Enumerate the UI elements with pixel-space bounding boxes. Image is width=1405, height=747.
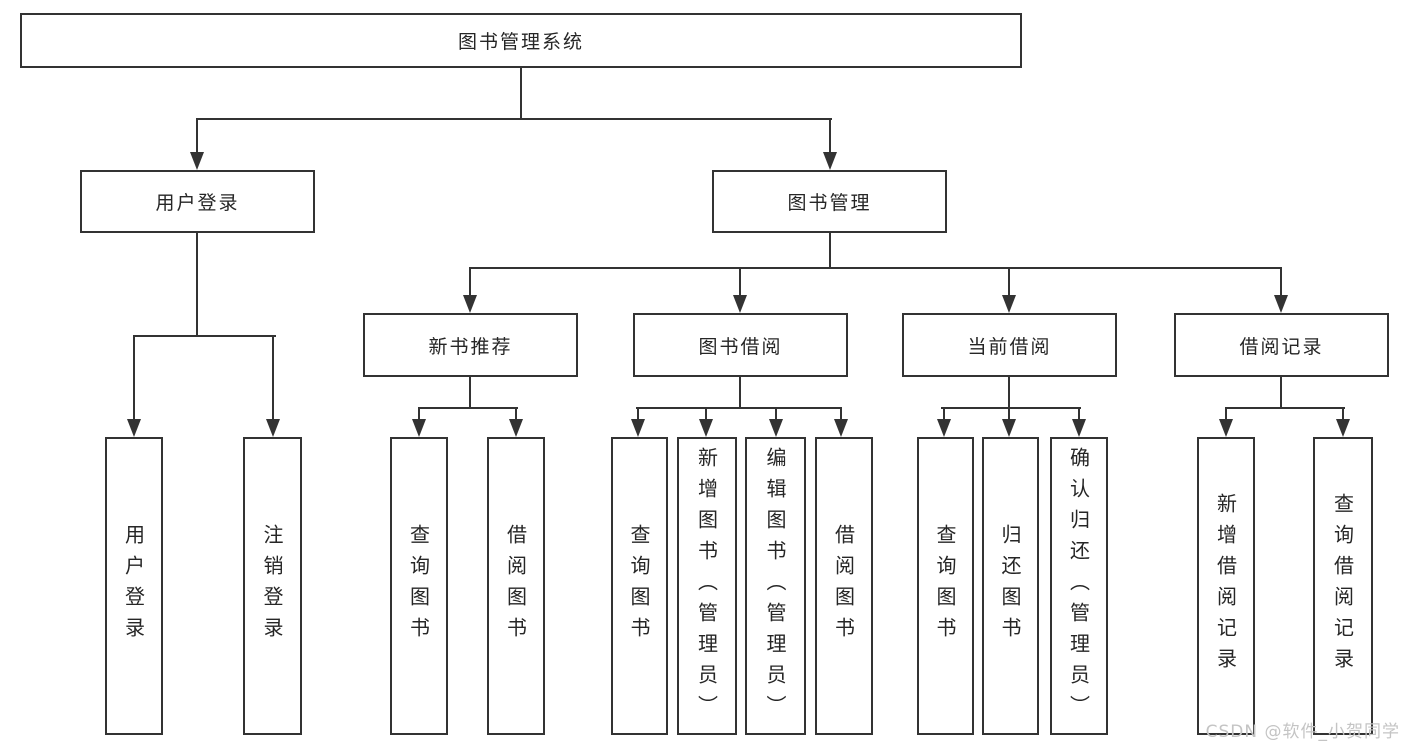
connector-arrow-stem (418, 407, 420, 423)
connector-arrow-stem (515, 407, 517, 423)
connector-arrow-stem (1342, 407, 1344, 423)
connector-arrow-stem (1008, 407, 1010, 423)
leaf-borrow-edit-books-admin: 编辑图书（管理员） (745, 437, 806, 735)
connector-arrow-stem (1225, 407, 1227, 423)
node-book-management: 图书管理 (712, 170, 947, 233)
connector-arrow-stem (637, 407, 639, 423)
leaf-borrow-borrow-books: 借阅图书 (815, 437, 873, 735)
connector-current-borrow-rail (941, 407, 1081, 409)
arrowhead-down-icon (1002, 419, 1016, 437)
connector-arrow-stem (133, 335, 135, 423)
connector-borrow-records-rail (1225, 407, 1345, 409)
node-borrow-records: 借阅记录 (1174, 313, 1389, 377)
connector-current-borrow-stem (1008, 377, 1010, 409)
leaf-borrow-query-books: 查询图书 (611, 437, 668, 735)
arrowhead-down-icon (1002, 295, 1016, 313)
leaf-borrow-add-books-admin: 新增图书（管理员） (677, 437, 737, 735)
leaf-records-add-record: 新增借阅记录 (1197, 437, 1255, 735)
connector-arrow-stem (196, 118, 198, 156)
arrowhead-down-icon (1072, 419, 1086, 437)
arrowhead-down-icon (699, 419, 713, 437)
connector-arrow-stem (1078, 407, 1080, 423)
node-new-book-recommend: 新书推荐 (363, 313, 578, 377)
arrowhead-down-icon (733, 295, 747, 313)
connector-root-stem (520, 68, 522, 120)
connector-borrow-records-stem (1280, 377, 1282, 409)
connector-arrow-stem (775, 407, 777, 423)
leaf-current-confirm-return-admin: 确认归还（管理员） (1050, 437, 1108, 735)
connector-book-borrow-rail (636, 407, 842, 409)
arrowhead-down-icon (1219, 419, 1233, 437)
connector-arrow-stem (739, 267, 741, 299)
arrowhead-down-icon (127, 419, 141, 437)
connector-arrow-stem (1280, 267, 1282, 299)
connector-arrow-stem (829, 118, 831, 156)
leaf-newbook-query-books: 查询图书 (390, 437, 448, 735)
arrowhead-down-icon (834, 419, 848, 437)
connector-arrow-stem (272, 335, 274, 423)
node-root-library-system: 图书管理系统 (20, 13, 1022, 68)
csdn-watermark: CSDN @软件_小贺同学 (1205, 722, 1400, 742)
arrowhead-down-icon (509, 419, 523, 437)
connector-arrow-stem (469, 267, 471, 299)
connector-arrow-stem (1008, 267, 1010, 299)
arrowhead-down-icon (823, 152, 837, 170)
arrowhead-down-icon (631, 419, 645, 437)
connector-new-book-stem (469, 377, 471, 409)
connector-user-login-stem (196, 233, 198, 337)
connector-level3-rail (469, 267, 1282, 269)
connector-book-mgmt-stem (829, 233, 831, 269)
arrowhead-down-icon (937, 419, 951, 437)
leaf-logout: 注销登录 (243, 437, 302, 735)
leaf-user-login: 用户登录 (105, 437, 163, 735)
leaf-current-query-books: 查询图书 (917, 437, 974, 735)
node-book-borrow: 图书借阅 (633, 313, 848, 377)
leaf-current-return-books: 归还图书 (982, 437, 1039, 735)
arrowhead-down-icon (463, 295, 477, 313)
connector-arrow-stem (840, 407, 842, 423)
arrowhead-down-icon (1274, 295, 1288, 313)
connector-level2-rail (196, 118, 832, 120)
leaf-newbook-borrow-books: 借阅图书 (487, 437, 545, 735)
arrowhead-down-icon (1336, 419, 1350, 437)
connector-new-book-rail (418, 407, 518, 409)
connector-user-login-rail (133, 335, 276, 337)
arrowhead-down-icon (769, 419, 783, 437)
node-current-borrow: 当前借阅 (902, 313, 1117, 377)
arrowhead-down-icon (190, 152, 204, 170)
connector-arrow-stem (705, 407, 707, 423)
connector-book-borrow-stem (739, 377, 741, 409)
arrowhead-down-icon (412, 419, 426, 437)
connector-arrow-stem (943, 407, 945, 423)
node-user-login: 用户登录 (80, 170, 315, 233)
arrowhead-down-icon (266, 419, 280, 437)
leaf-records-query-record: 查询借阅记录 (1313, 437, 1373, 735)
